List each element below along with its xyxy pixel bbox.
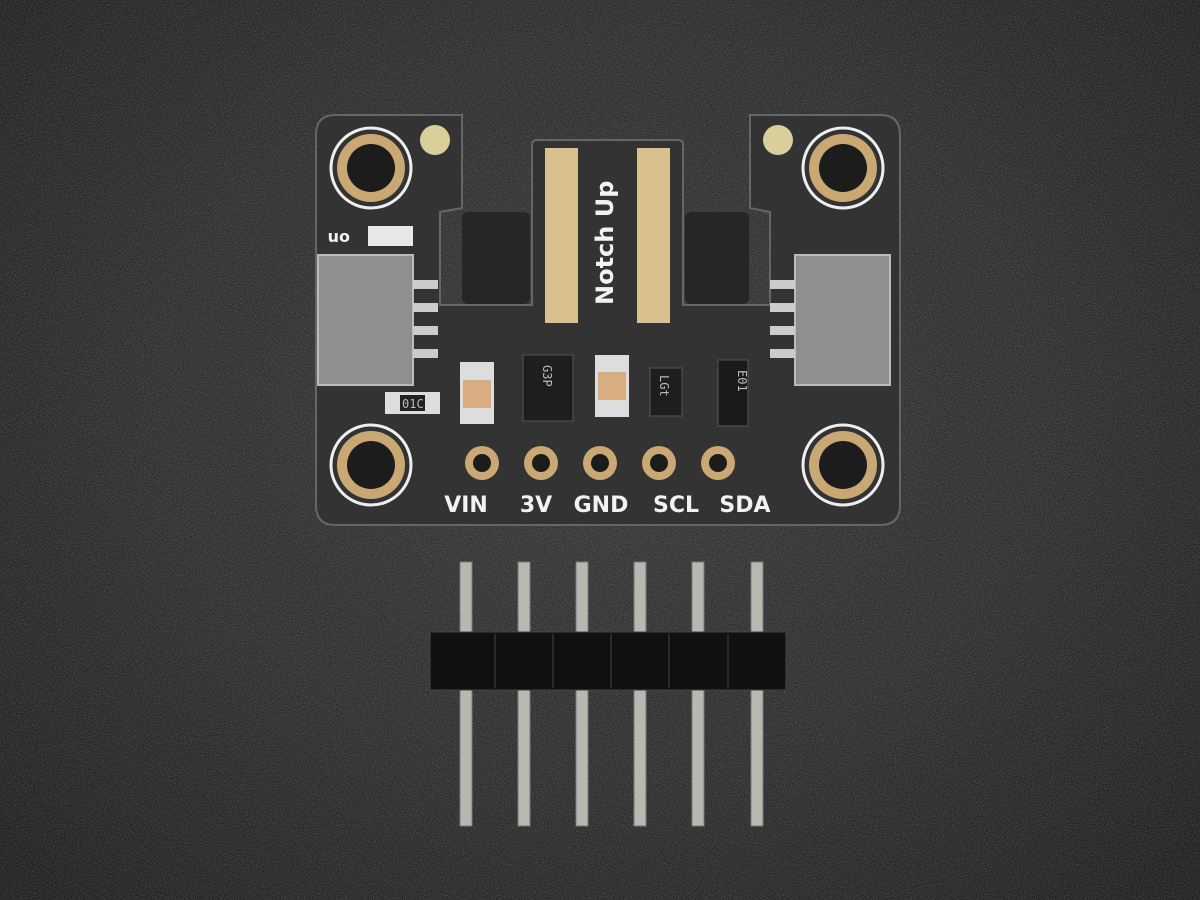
pin-label-scl: SCL [653,493,699,518]
regulator-marking: G3P [540,365,554,387]
level-shifter-marking: E01 [735,370,749,392]
header-pin [750,561,764,827]
header-pin [575,561,589,827]
header-pin [691,561,705,827]
notch-up-label: Notch Up [591,181,619,305]
stemma-connector-left[interactable] [317,254,414,386]
transistor-marking: LGt [657,375,671,397]
mounting-holes [329,126,885,507]
pin-pads [465,446,735,480]
pin-label-gnd: GND [574,493,629,518]
header-pin [633,561,647,827]
power-led [368,226,413,246]
header-pin [517,561,531,827]
pin-label-vin: VIN [444,493,488,518]
led-label: on [328,229,350,248]
diode-marking: 01C [402,397,424,411]
header-pin [459,561,473,827]
pin-label-3v: 3V [520,493,552,518]
header-plastic [429,631,787,691]
stemma-connector-right[interactable] [794,254,891,386]
gold-finger-left [545,148,578,323]
gold-finger-right [637,148,670,323]
pin-header [429,561,787,827]
pin-label-sda: SDA [719,493,770,518]
